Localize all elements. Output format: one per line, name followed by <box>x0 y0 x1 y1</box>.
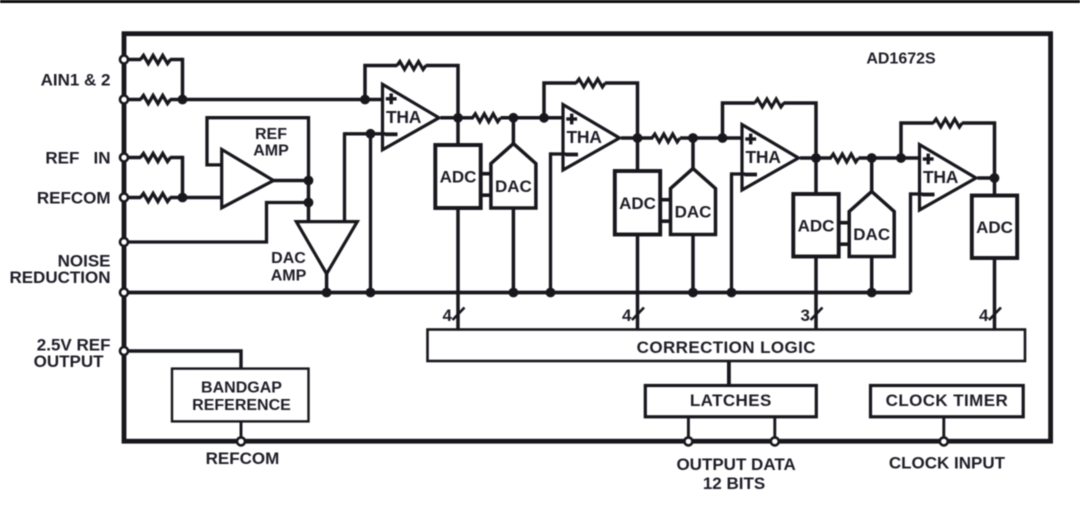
svg-text:REFERENCE: REFERENCE <box>192 397 291 414</box>
svg-text:LATCHES: LATCHES <box>690 391 772 410</box>
svg-text:2.5V REF: 2.5V REF <box>37 335 111 354</box>
svg-text:ADC: ADC <box>440 168 477 187</box>
svg-text:OUTPUT DATA: OUTPUT DATA <box>676 455 795 474</box>
svg-text:THA: THA <box>386 107 422 127</box>
svg-text:NOISE: NOISE <box>58 252 111 271</box>
svg-text:THA: THA <box>746 147 782 167</box>
svg-text:CLOCK TIMER: CLOCK TIMER <box>886 391 1008 410</box>
svg-text:THA: THA <box>923 167 959 187</box>
svg-text:ADC: ADC <box>619 194 656 213</box>
svg-text:REFCOM: REFCOM <box>37 188 111 207</box>
svg-text:CORRECTION LOGIC: CORRECTION LOGIC <box>637 338 816 357</box>
svg-text:ADC: ADC <box>976 218 1013 237</box>
svg-text:12 BITS: 12 BITS <box>703 474 765 493</box>
svg-text:REFCOM: REFCOM <box>206 449 280 468</box>
svg-text:REF: REF <box>255 126 287 143</box>
svg-text:3: 3 <box>801 306 810 325</box>
svg-text:OUTPUT: OUTPUT <box>34 352 105 371</box>
svg-text:4: 4 <box>443 306 453 325</box>
svg-text:DAC: DAC <box>271 250 306 267</box>
svg-text:REF IN: REF IN <box>45 148 110 167</box>
svg-text:ADC: ADC <box>798 216 835 235</box>
svg-text:BANDGAP: BANDGAP <box>201 380 282 397</box>
svg-text:4: 4 <box>979 306 989 325</box>
svg-text:4: 4 <box>622 306 632 325</box>
svg-text:AD1672S: AD1672S <box>866 51 936 68</box>
svg-text:CLOCK INPUT: CLOCK INPUT <box>889 454 1006 473</box>
svg-text:REDUCTION: REDUCTION <box>9 268 110 287</box>
svg-text:DAC: DAC <box>675 203 712 222</box>
svg-text:THA: THA <box>567 127 603 147</box>
svg-text:AMP: AMP <box>271 268 307 285</box>
svg-text:DAC: DAC <box>853 225 890 244</box>
svg-text:DAC: DAC <box>495 177 532 196</box>
svg-text:AIN1 & 2: AIN1 & 2 <box>41 70 111 89</box>
svg-text:AMP: AMP <box>253 142 289 159</box>
